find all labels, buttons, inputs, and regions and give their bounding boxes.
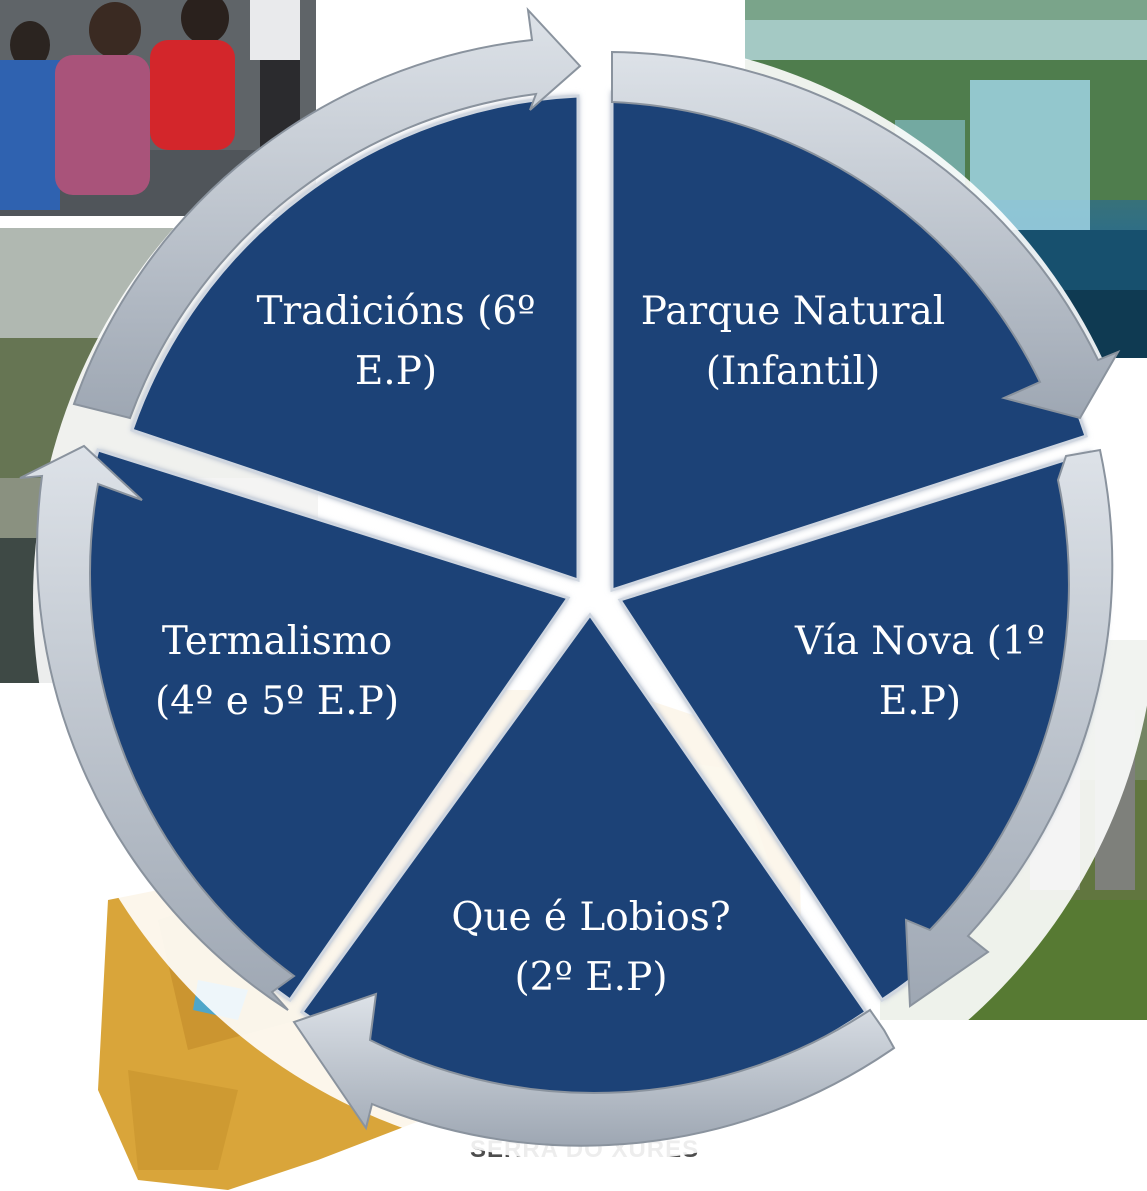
cycle-arrows (19, 7, 1121, 1147)
label-line: Parque Natural (640, 289, 946, 334)
label-line: Que é Lobios? (451, 895, 731, 940)
label-line: Termalismo (161, 619, 393, 664)
arrow-icon (904, 448, 1114, 1008)
label-line: Tradicións (6º (256, 289, 536, 334)
label-line: E.P) (878, 679, 962, 724)
label-line: Vía Nova (1º (795, 619, 1045, 664)
label-line: E.P) (354, 349, 438, 394)
arrow-icon (19, 444, 296, 1011)
label-line: (2º E.P) (514, 955, 668, 1000)
label-line: (Infantil) (705, 349, 881, 394)
label-parque-natural: Parque Natural (Infantil) (612, 282, 974, 402)
label-via-nova: Vía Nova (1º E.P) (752, 612, 1088, 732)
arrow-icon (611, 50, 1121, 420)
arrow-icon (292, 992, 896, 1147)
label-tradicions: Tradicións (6º E.P) (236, 282, 556, 402)
label-line: (4º e 5º E.P) (154, 679, 400, 724)
segment-tradicions[interactable] (130, 94, 580, 583)
label-que-e-lobios: Que é Lobios? (2º E.P) (432, 888, 750, 1008)
people-photo (0, 0, 316, 216)
arrow-icon (72, 7, 582, 420)
label-termalismo: Termalismo (4º e 5º E.P) (132, 612, 422, 732)
